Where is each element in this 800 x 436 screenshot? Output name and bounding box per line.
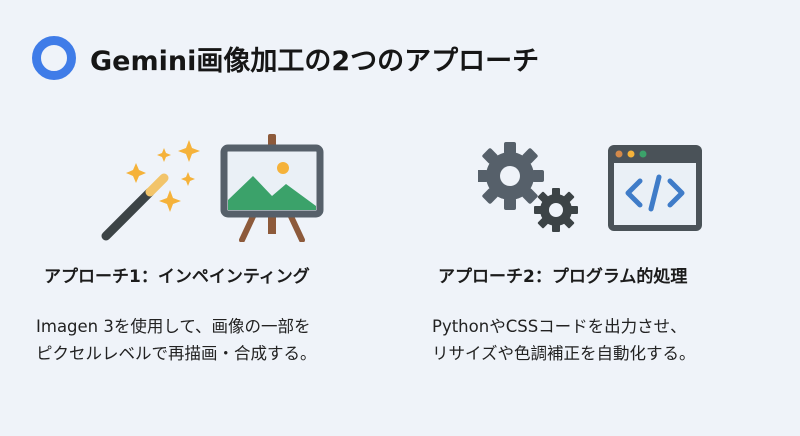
approach1-description: Imagen 3を使用して、画像の一部を ピクセルレベルで再描画・合成する。: [36, 317, 317, 363]
header: Gemini画像加工の2つのアプローチ: [32, 34, 539, 82]
approach2-heading: アプローチ2：プログラム的処理: [438, 267, 688, 287]
code-window-icon: [608, 145, 702, 231]
gears-icon: [478, 142, 578, 232]
magic-wand-icon: [101, 140, 200, 241]
page-title: Gemini画像加工の2つのアプローチ: [90, 45, 540, 77]
easel-picture-icon: [220, 134, 324, 242]
approach1-heading: アプローチ1：インペインティング: [44, 267, 310, 287]
approach2-description: PythonやCSSコードを出力させ、 リサイズや色調補正を自動化する。: [432, 317, 696, 363]
ring-logo-icon: [32, 36, 76, 80]
